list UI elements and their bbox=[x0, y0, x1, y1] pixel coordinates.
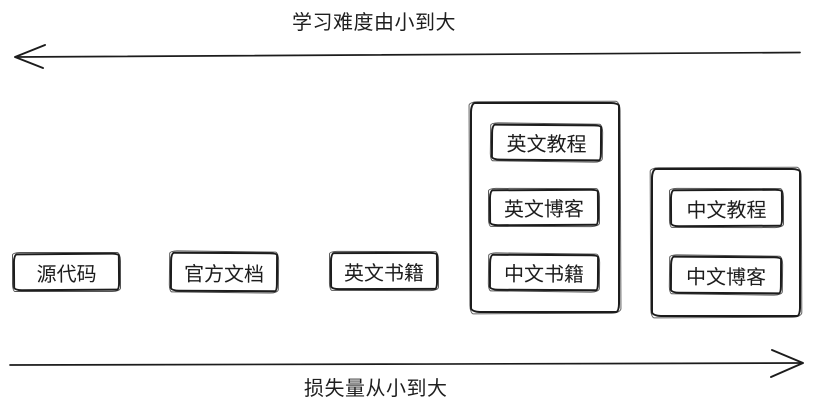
bottom-axis-label: 损失量从小到大 bbox=[304, 378, 448, 400]
node-chinese-books: 中文书籍 bbox=[488, 253, 600, 292]
node-english-tutorial: 英文教程 bbox=[490, 123, 603, 162]
node-chinese-tutorial: 中文教程 bbox=[669, 188, 784, 228]
node-chinese-blog-label: 中文博客 bbox=[685, 266, 767, 289]
node-english-tutorial-label: 英文教程 bbox=[506, 133, 587, 157]
group-english-resources: 英文教程 英文博客 中文书籍 bbox=[470, 102, 620, 313]
group-chinese-resources: 中文教程 中文博客 bbox=[651, 168, 801, 317]
node-source-code: 源代码 bbox=[12, 252, 121, 292]
node-english-blog: 英文博客 bbox=[488, 188, 600, 227]
node-english-blog-label: 英文博客 bbox=[503, 198, 585, 222]
node-source-code-label: 源代码 bbox=[36, 263, 97, 286]
node-english-books: 英文书籍 bbox=[329, 251, 439, 291]
node-chinese-blog: 中文博客 bbox=[669, 255, 783, 295]
node-chinese-tutorial-label: 中文教程 bbox=[686, 199, 767, 222]
arrow-right-icon bbox=[9, 349, 804, 378]
arrow-left-icon bbox=[14, 44, 801, 69]
node-chinese-books-label: 中文书籍 bbox=[503, 263, 585, 287]
top-axis-label: 学习难度由小到大 bbox=[292, 12, 456, 34]
node-official-docs-label: 官方文档 bbox=[183, 263, 265, 286]
node-english-books-label: 英文书籍 bbox=[343, 262, 425, 285]
node-official-docs: 官方文档 bbox=[169, 251, 279, 293]
